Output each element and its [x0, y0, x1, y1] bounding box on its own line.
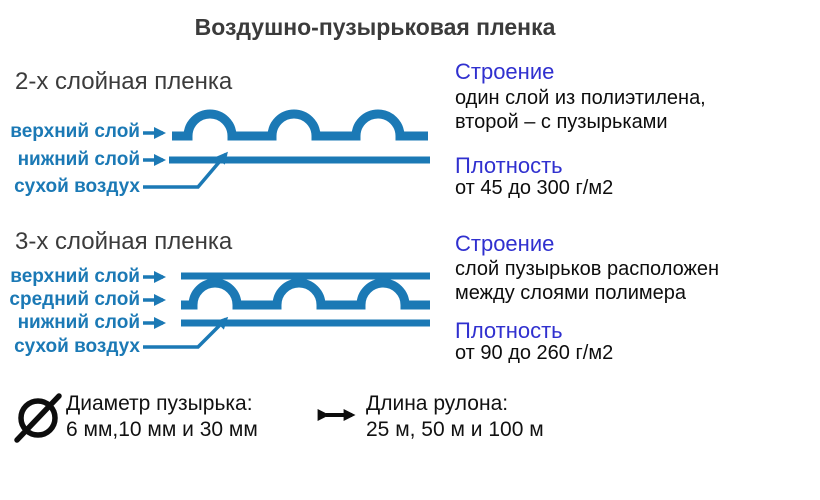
density-value: от 90 до 260 г/м2	[455, 342, 614, 364]
structure-line: второй – с пузырьками	[455, 111, 668, 133]
bubble-layer-line	[181, 278, 430, 310]
density-value: от 45 до 300 г/м2	[455, 177, 614, 199]
structure-line: один слой из полиэтилена,	[455, 87, 706, 109]
label-bottom-layer: нижний слой	[17, 312, 140, 333]
section-heading-3layer: 3-х слойная пленка	[15, 228, 233, 255]
roll-length-label: Длина рулона:	[366, 392, 509, 415]
structure-heading: Строение	[455, 59, 555, 84]
diagram-2layer-film	[143, 109, 430, 189]
structure-line: между слоями полимера	[455, 282, 687, 304]
label-dry-air: сухой воздух	[14, 336, 140, 357]
label-middle-layer: средний слой	[9, 289, 140, 310]
structure-line: слой пузырьков расположен	[455, 258, 720, 280]
structure-heading: Строение	[455, 231, 555, 256]
roll-length-values: 25 м, 50 м и 100 м	[366, 418, 544, 441]
pointer-arrow-icon	[143, 151, 228, 189]
label-bottom-layer: нижний слой	[17, 149, 140, 170]
label-top-layer: верхний слой	[10, 266, 140, 287]
label-dry-air: сухой воздух	[14, 176, 140, 197]
label-top-layer: верхний слой	[10, 121, 140, 142]
page-title: Воздушно-пузырьковая пленка	[194, 14, 556, 40]
section-heading-2layer: 2-х слойная пленка	[15, 68, 233, 95]
bubble-layer-line	[172, 109, 428, 141]
diameter-label: Диаметр пузырька:	[66, 392, 253, 415]
double-arrow-icon	[317, 409, 356, 421]
diameter-values: 6 мм,10 мм и 30 мм	[66, 418, 258, 441]
diameter-icon	[14, 393, 62, 443]
diagram-3layer-film	[143, 271, 430, 349]
pointer-arrow-icon	[143, 316, 229, 349]
density-heading: Плотность	[455, 318, 563, 343]
density-heading: Плотность	[455, 153, 563, 178]
